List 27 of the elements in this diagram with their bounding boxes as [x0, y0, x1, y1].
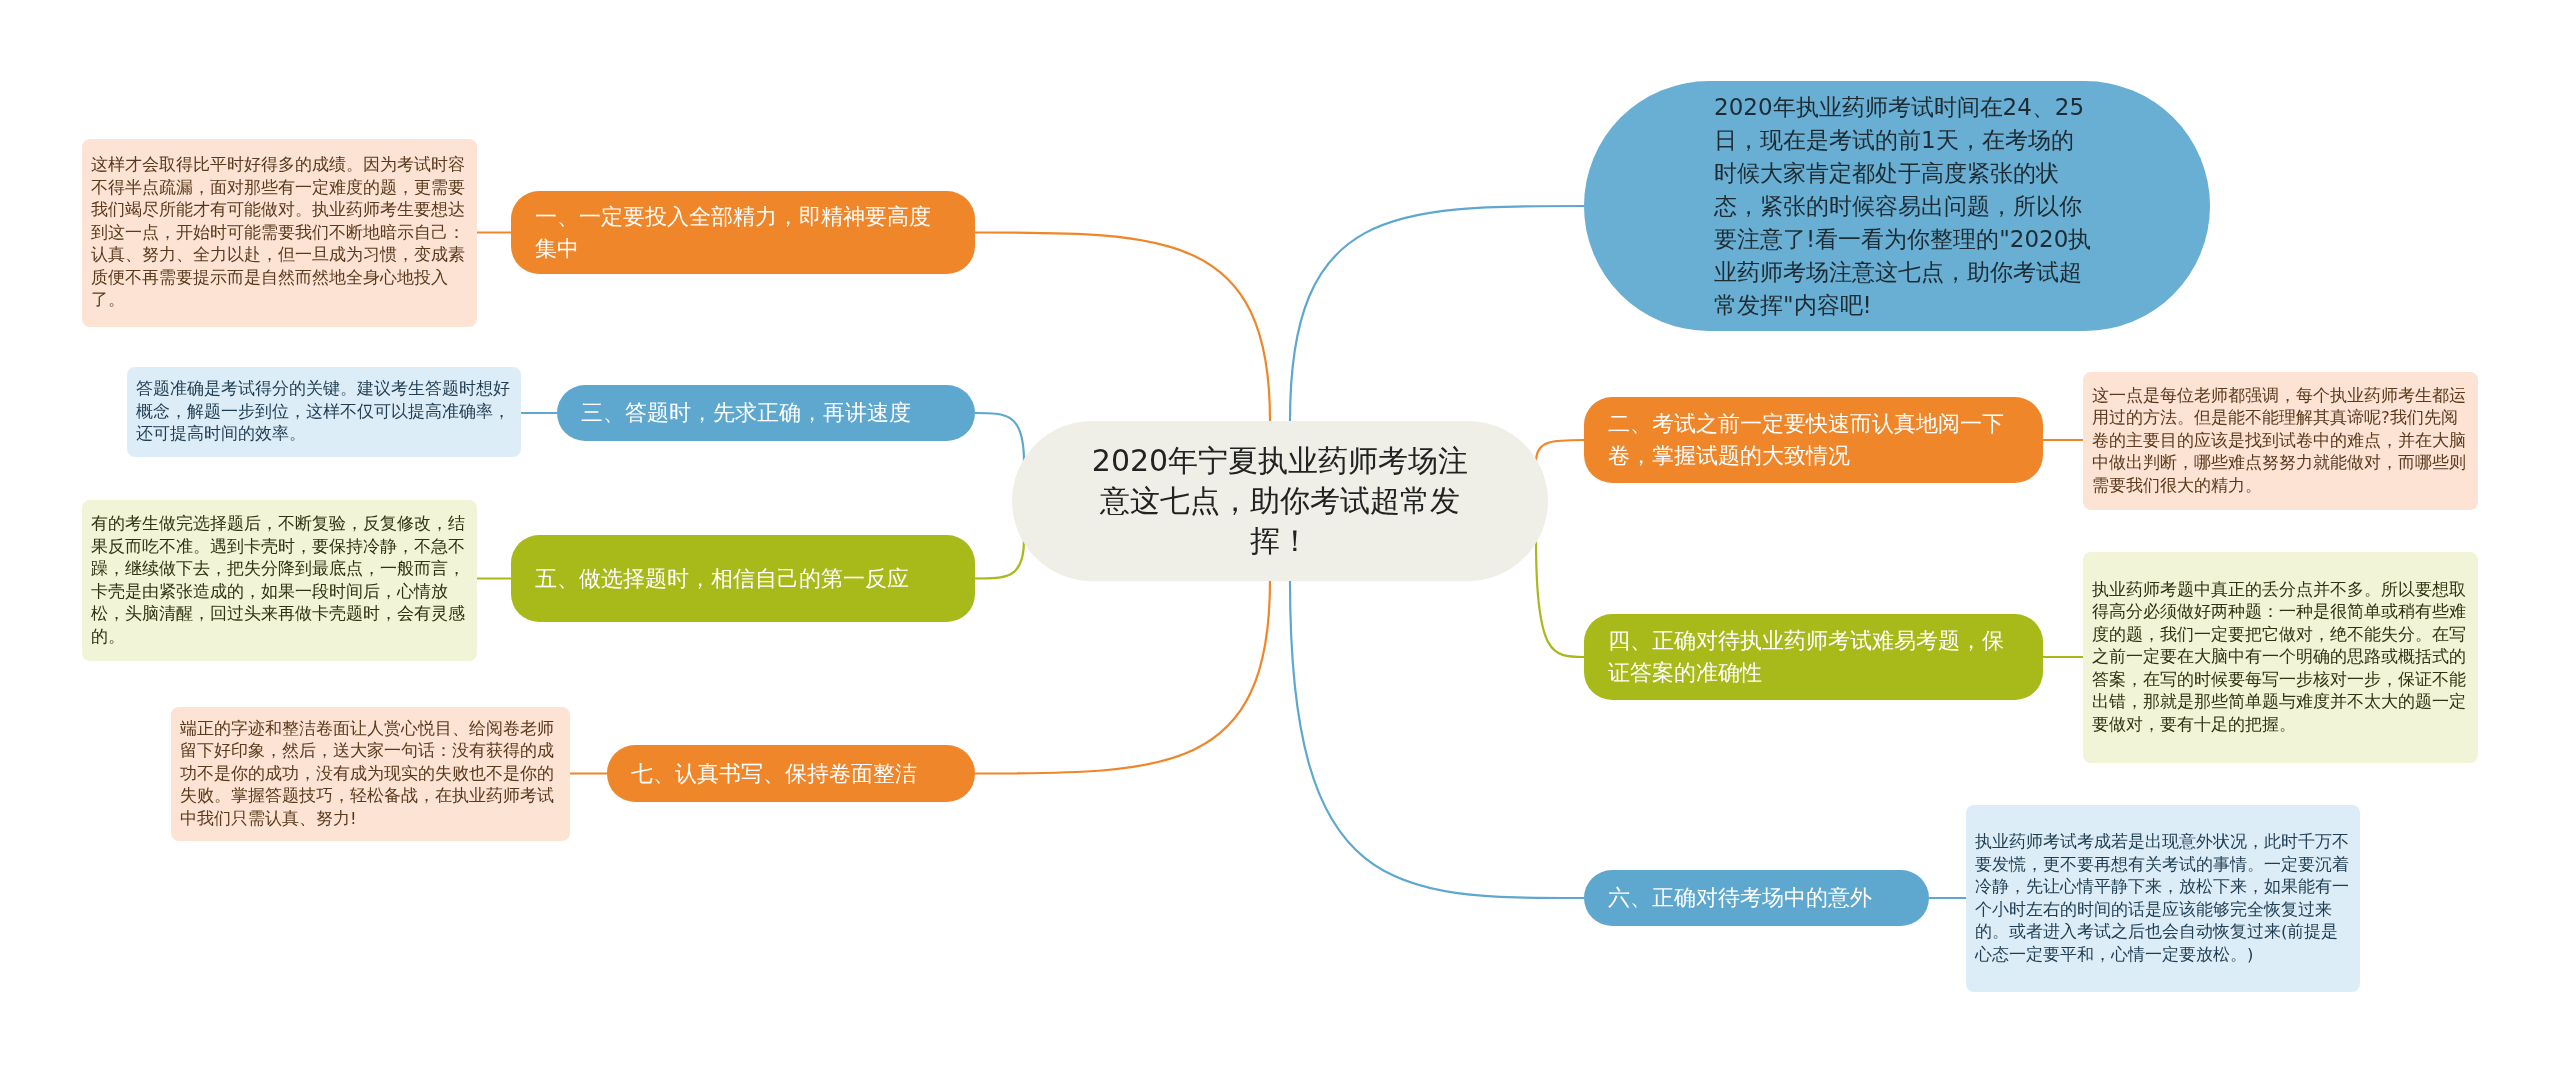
branch-box: 二、考试之前一定要快速而认真地阅一下卷，掌握试题的大致情况 [1584, 397, 2043, 483]
note-box: 端正的字迹和整洁卷面让人赏心悦目、给阅卷老师留下好印象，然后，送大家一句话：没有获得的成功不是你的成功，没有成为现实的失败也不是你的失败。掌握答题技巧，轻松备战，在执业药师考试中我们只需认真、努力! [171, 707, 570, 841]
connector-line [2043, 655, 2083, 659]
connector-line [975, 580, 1272, 775]
note-box: 答题准确是考试得分的关键。建议考生答题时想好概念，解题一步到位，这样不仅可以提高准确率，还可提高时间的效率。 [127, 367, 521, 457]
connector-line [1288, 580, 1584, 900]
note-box: 执业药师考试考成若是出现意外状况，此时千万不要发慌，更不要再想有关考试的事情。一定要沉着冷静，先让心情平静下来，放松下来，如果能有一个小时左右的时间的话是应该能够完全恢复过来的。或者进入考试之后也会自动恢复过来(前提是心态一定要平和，心情一定要放松。) [1966, 805, 2360, 992]
branch-box: 七、认真书写、保持卷面整洁 [607, 745, 975, 802]
intro-bubble: 2020年执业药师考试时间在24、25日，现在是考试的前1天，在考场的时候大家肯定都处于高度紧张的状态，紧张的时候容易出问题，所以你要注意了!看一看为你整理的"2020执业药师考场注意这七点，助你考试超常发挥"内容吧! [1584, 81, 2210, 331]
connector-line [2043, 438, 2083, 442]
branch-box: 五、做选择题时，相信自己的第一反应 [511, 535, 975, 622]
branch-box: 四、正确对待执业药师考试难易考题，保证答案的准确性 [1584, 614, 2043, 700]
note-box: 有的考生做完选择题后，不断复验，反复修改，结果反而吃不准。遇到卡壳时，要保持冷静，不急不躁，继续做下去，把失分降到最底点，一般而言，卡壳是由紧张造成的，如果一段时间后，心情放松，头脑清醒，回过头来再做卡壳题时，会有灵感的。 [82, 500, 477, 661]
connector-line [570, 772, 607, 775]
branch-box: 一、一定要投入全部精力，即精神要高度集中 [511, 191, 975, 274]
branch-box: 六、正确对待考场中的意外 [1584, 870, 1929, 926]
note-box: 这一点是每位老师都强调，每个执业药师考生都运用过的方法。但是能不能理解其真谛呢?我们先阅卷的主要目的应该是找到试卷中的难点，并在大脑中做出判断，哪些难点努努力就能做对，而哪些则需要我们很大的精力。 [2083, 372, 2478, 510]
note-box: 这样才会取得比平时好得多的成绩。因为考试时容不得半点疏漏，面对那些有一定难度的题，更需要我们竭尽所能才有可能做对。执业药师考生要想达到这一点，开始时可能需要我们不断地暗示自己：认真、努力、全力以赴，但一旦成为习惯，变成素质便不再需要提示而是自然而然地全身心地投入了。 [82, 139, 477, 327]
note-box: 执业药师考题中真正的丢分点并不多。所以要想取得高分必须做好两种题：一种是很简单或稍有些难度的题，我们一定要把它做对，绝不能失分。在写之前一定要在大脑中有一个明确的思路或概括式的答案，在写的时候要每写一步核对一步，保证不能出错，那就是那些简单题与难度并不太大的题一定要做对，要有十足的把握。 [2083, 552, 2478, 763]
central-topic: 2020年宁夏执业药师考场注意这七点，助你考试超常发挥！ [1012, 421, 1548, 581]
branch-box: 三、答题时，先求正确，再讲速度 [557, 385, 975, 441]
connector-line [521, 411, 557, 415]
connector-line [477, 577, 511, 580]
connector-line [975, 231, 1272, 422]
connector-line [1534, 540, 1584, 659]
connector-line [1288, 204, 1584, 422]
connector-line [477, 231, 511, 234]
